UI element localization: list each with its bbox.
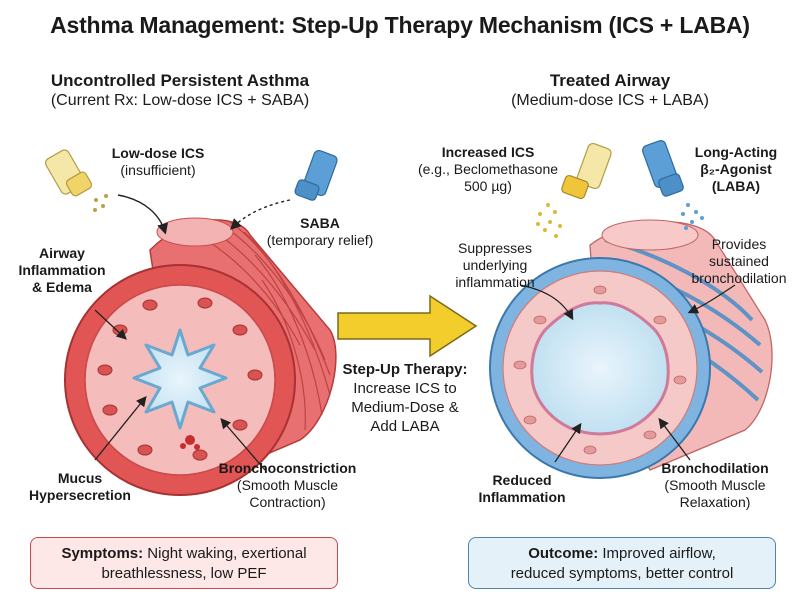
right-subheading: (Medium-dose ICS + LABA) bbox=[511, 92, 709, 109]
bronchodilation-label: Bronchodilation (Smooth Muscle Relaxatio… bbox=[661, 460, 769, 510]
laba-label: Long-Acting β₂-Agonist (LABA) bbox=[694, 144, 778, 194]
laba-inhaler-icon bbox=[642, 140, 704, 230]
symptoms-text-line1: Night waking, exertional bbox=[147, 545, 307, 562]
symptoms-label: Symptoms: bbox=[61, 545, 144, 562]
outcome-box: Outcome: Improved airflow, reduced sympt… bbox=[468, 537, 776, 589]
right-header: Treated Airway (Medium-dose ICS + LABA) bbox=[445, 70, 775, 111]
outcome-text-line2: reduced symptoms, better control bbox=[510, 565, 734, 582]
low-dose-ics-label: Low-dose ICS (insufficient) bbox=[111, 145, 205, 178]
symptoms-box: Symptoms: Night waking, exertional breat… bbox=[30, 537, 338, 589]
saba-label: SABA (temporary relief) bbox=[266, 215, 374, 248]
increased-ics-inhaler-icon bbox=[536, 142, 612, 238]
step-up-therapy-label: Step-Up Therapy: Increase ICS to Medium-… bbox=[342, 361, 468, 435]
step-up-arrow bbox=[337, 294, 478, 358]
provides-bronchodilation-label: Provides sustained bronchodilation bbox=[691, 236, 787, 286]
saba-inhaler-icon bbox=[294, 149, 338, 201]
left-subheading: (Current Rx: Low-dose ICS + SABA) bbox=[50, 92, 310, 109]
mucus-hypersecretion-label: Mucus Hypersecretion bbox=[29, 470, 131, 503]
bronchoconstriction-label: Bronchoconstriction (Smooth Muscle Contr… bbox=[218, 460, 357, 510]
increased-ics-label: Increased ICS (e.g., Beclomethasone 500 … bbox=[417, 144, 559, 194]
left-header: Uncontrolled Persistent Asthma (Current … bbox=[15, 70, 345, 111]
outcome-label: Outcome: bbox=[528, 545, 599, 562]
outcome-text-line1: Improved airflow, bbox=[602, 545, 716, 562]
symptoms-text-line2: breathlessness, low PEF bbox=[101, 565, 267, 582]
low-dose-ics-inhaler-icon bbox=[44, 149, 108, 212]
suppresses-inflammation-label: Suppresses underlying inflammation bbox=[455, 240, 535, 290]
treated-airway-cross-section bbox=[489, 257, 711, 479]
right-heading: Treated Airway bbox=[549, 71, 671, 90]
airway-inflammation-label: Airway Inflammation & Edema bbox=[18, 245, 106, 295]
reduced-inflammation-label: Reduced Inflammation bbox=[478, 472, 566, 505]
page-title: Asthma Management: Step-Up Therapy Mecha… bbox=[50, 12, 750, 38]
left-heading: Uncontrolled Persistent Asthma bbox=[50, 71, 310, 90]
